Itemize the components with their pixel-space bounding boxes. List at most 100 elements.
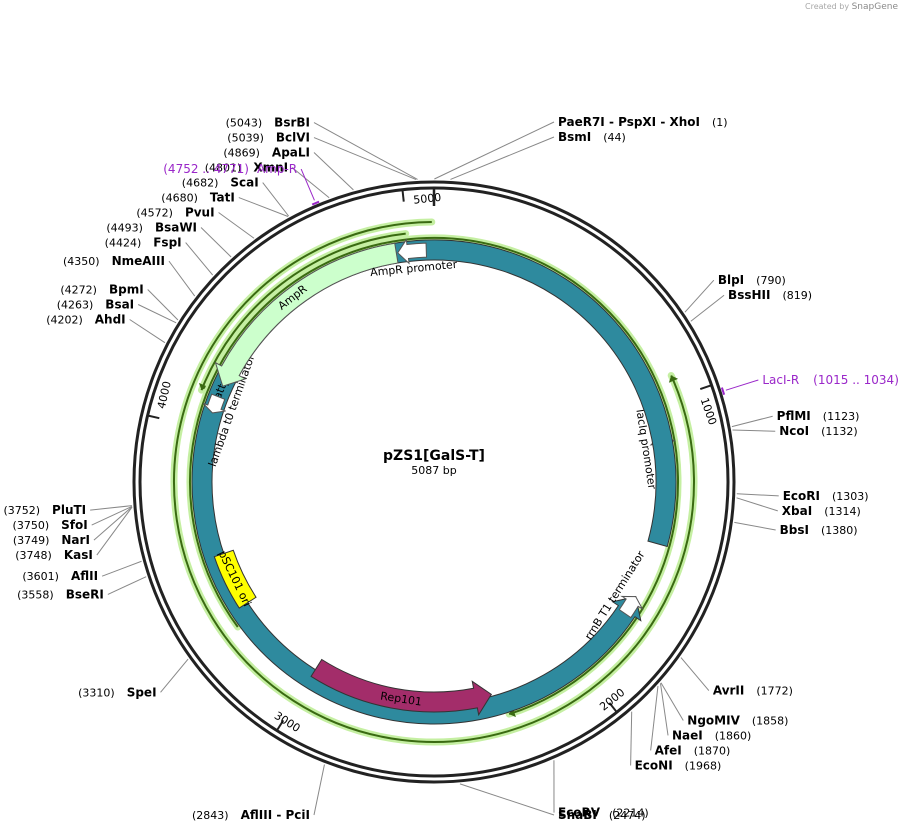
site-apali: (4869)ApaLI <box>223 146 310 160</box>
site-label-bbsi: BbsI(1380) <box>780 523 858 537</box>
site-aflii: (3601) AflII <box>22 569 98 583</box>
site-enzyme-kasi: KasI <box>64 548 93 562</box>
site-position: (4263) <box>57 299 94 312</box>
backbone-outer-circle <box>132 180 736 784</box>
site-label-spei: (3310) SpeI <box>78 685 156 699</box>
site-leader-ngomiv <box>660 682 684 721</box>
site-leader-ncoi <box>732 429 776 432</box>
orf-layer <box>170 218 698 746</box>
site-leader-kasi <box>96 506 133 556</box>
site-kasi: (3748) KasI <box>15 548 93 562</box>
site-leader-bsrbi <box>313 122 418 180</box>
site-enzyme-paer7i: PaeR7I <box>558 115 605 129</box>
site-leader-pluti <box>90 505 132 511</box>
site-leader-bpmi <box>147 289 179 321</box>
site-blpi: BlpI(790) <box>718 273 786 287</box>
site-position: (4572) <box>136 207 173 220</box>
site-label-snabi: SnaBI (2474) <box>558 808 645 822</box>
site-position: (2214) <box>612 807 649 820</box>
site-enzyme-bclvi: BclVI <box>276 131 310 145</box>
site-label-nari: (3749)NarI <box>13 533 90 547</box>
site-label-ncoi: NcoI (1132) <box>779 424 857 438</box>
site-nmeaiii: (4350) NmeAIII <box>63 254 165 268</box>
site-position: (3601) <box>22 570 59 583</box>
site-position: (4493) <box>106 222 143 235</box>
site-position: (1870) <box>694 744 731 757</box>
site-enzyme-bsawi: BsaWI <box>155 221 197 235</box>
site-position: (5043) <box>226 117 263 130</box>
site-leader-snabi <box>459 783 555 816</box>
site-bsai: (4263)BsaI <box>57 298 134 312</box>
site-pflmi: PflMI(1123) <box>777 409 860 423</box>
site-leader-avrii <box>680 657 710 691</box>
site-label-pluti: (3752)PluTI <box>3 503 86 517</box>
site-tati: (4680)TatI <box>161 191 235 205</box>
site-leader-nmeaiii <box>168 260 196 297</box>
site-enzyme-spei: SpeI <box>127 685 157 699</box>
site-position: (4869) <box>223 147 260 160</box>
site-enzyme-aflii: AflII <box>71 569 98 583</box>
site-position: (1132) <box>821 425 858 438</box>
site-leader-xbai <box>736 497 778 512</box>
site-leader-afei <box>650 686 659 751</box>
site-position: (1314) <box>824 505 861 518</box>
site-position: (3310) <box>78 686 115 699</box>
site-position: (4272) <box>60 284 97 297</box>
site-enzyme-bsmi: BsmI <box>558 130 591 144</box>
site-label-bsai: (4263)BsaI <box>57 298 134 312</box>
orf-arrowhead-0 <box>668 375 679 383</box>
site-afliii-pcii: (2843)AflIII - PciI <box>192 808 310 822</box>
site-naei: NaeI(1860) <box>672 728 751 742</box>
site-label-ecorv: EcoRV(2214) <box>558 806 649 820</box>
site-bsawi: (4493) BsaWI <box>106 221 197 235</box>
site-position: (4202) <box>46 314 83 327</box>
site-label-xbai: XbaI(1314) <box>782 504 861 518</box>
site-enzyme-avrii: AvrII <box>713 684 745 698</box>
tick-label-4000: 4000 <box>155 380 174 410</box>
watermark-brand: SnapGene <box>851 2 898 12</box>
site-leader-tati <box>238 197 289 217</box>
site-enzyme-nmeaiii: NmeAIII <box>112 254 165 268</box>
site-position: (1380) <box>821 524 858 537</box>
primer-mark-laci-r <box>720 387 726 395</box>
site-label-ngomiv: NgoMIV(1858) <box>687 713 788 727</box>
site-leader-bsshii <box>690 294 725 322</box>
site-enzyme-bpmi: BpmI <box>109 283 144 297</box>
plasmid-center-label: pZS1[GalS-T] 5087 bp <box>383 448 485 477</box>
orf-arrowhead-1 <box>198 383 209 391</box>
orf-line-2 <box>189 237 679 716</box>
site-label-bpmi: (4272) BpmI <box>60 283 143 297</box>
site-fspi: (4424)FspI <box>105 236 182 250</box>
site-label-bclvi: (5039)BclVI <box>227 131 310 145</box>
site-enzyme-bsshii: BssHII <box>728 288 770 302</box>
primer-range: (4752 .. 4771) <box>163 162 249 176</box>
site-label-avrii: AvrII (1772) <box>713 684 793 698</box>
snapgene-watermark: Created by SnapGene <box>805 2 898 12</box>
site-enzyme-ngomiv: NgoMIV <box>687 713 740 727</box>
site-leader-xmni <box>291 167 330 199</box>
site-spei: (3310) SpeI <box>78 685 156 699</box>
site-position: (1772) <box>756 685 793 698</box>
site-position: (3558) <box>17 588 54 601</box>
site-leader-paer7i-pspxi-xhoi <box>434 121 555 180</box>
site-enzyme-ncoi: NcoI <box>779 424 809 438</box>
feature-ampr <box>214 242 399 387</box>
site-leader-bclvi <box>313 137 417 180</box>
site-position: (4350) <box>63 255 100 268</box>
site-enzyme-ahdi: AhdI <box>95 313 126 327</box>
site-position: (3748) <box>15 549 52 562</box>
site-ecorv: EcoRV(2214) <box>558 806 649 820</box>
site-label-bsrbi: (5043)BsrBI <box>226 116 310 130</box>
site-enzyme-snabi: SnaBI <box>558 808 597 822</box>
site-leader-pvui <box>218 212 255 239</box>
site-label-pflmi: PflMI(1123) <box>777 409 860 423</box>
site-enzyme-blpi: BlpI <box>718 273 744 287</box>
tick-2000 <box>608 702 618 713</box>
site-snabi: SnaBI (2474) <box>558 808 645 822</box>
site-position: (2474) <box>609 809 646 822</box>
site-leader-sfoi <box>91 505 133 526</box>
site-enzyme-bseri: BseRI <box>66 587 104 601</box>
site-leader-fspi <box>185 242 214 276</box>
site-enzyme-fspi: FspI <box>153 236 181 250</box>
restriction-site-layer: PaeR7I - PspXI - XhoI(1)BsmI(44)BlpI(790… <box>3 115 868 822</box>
